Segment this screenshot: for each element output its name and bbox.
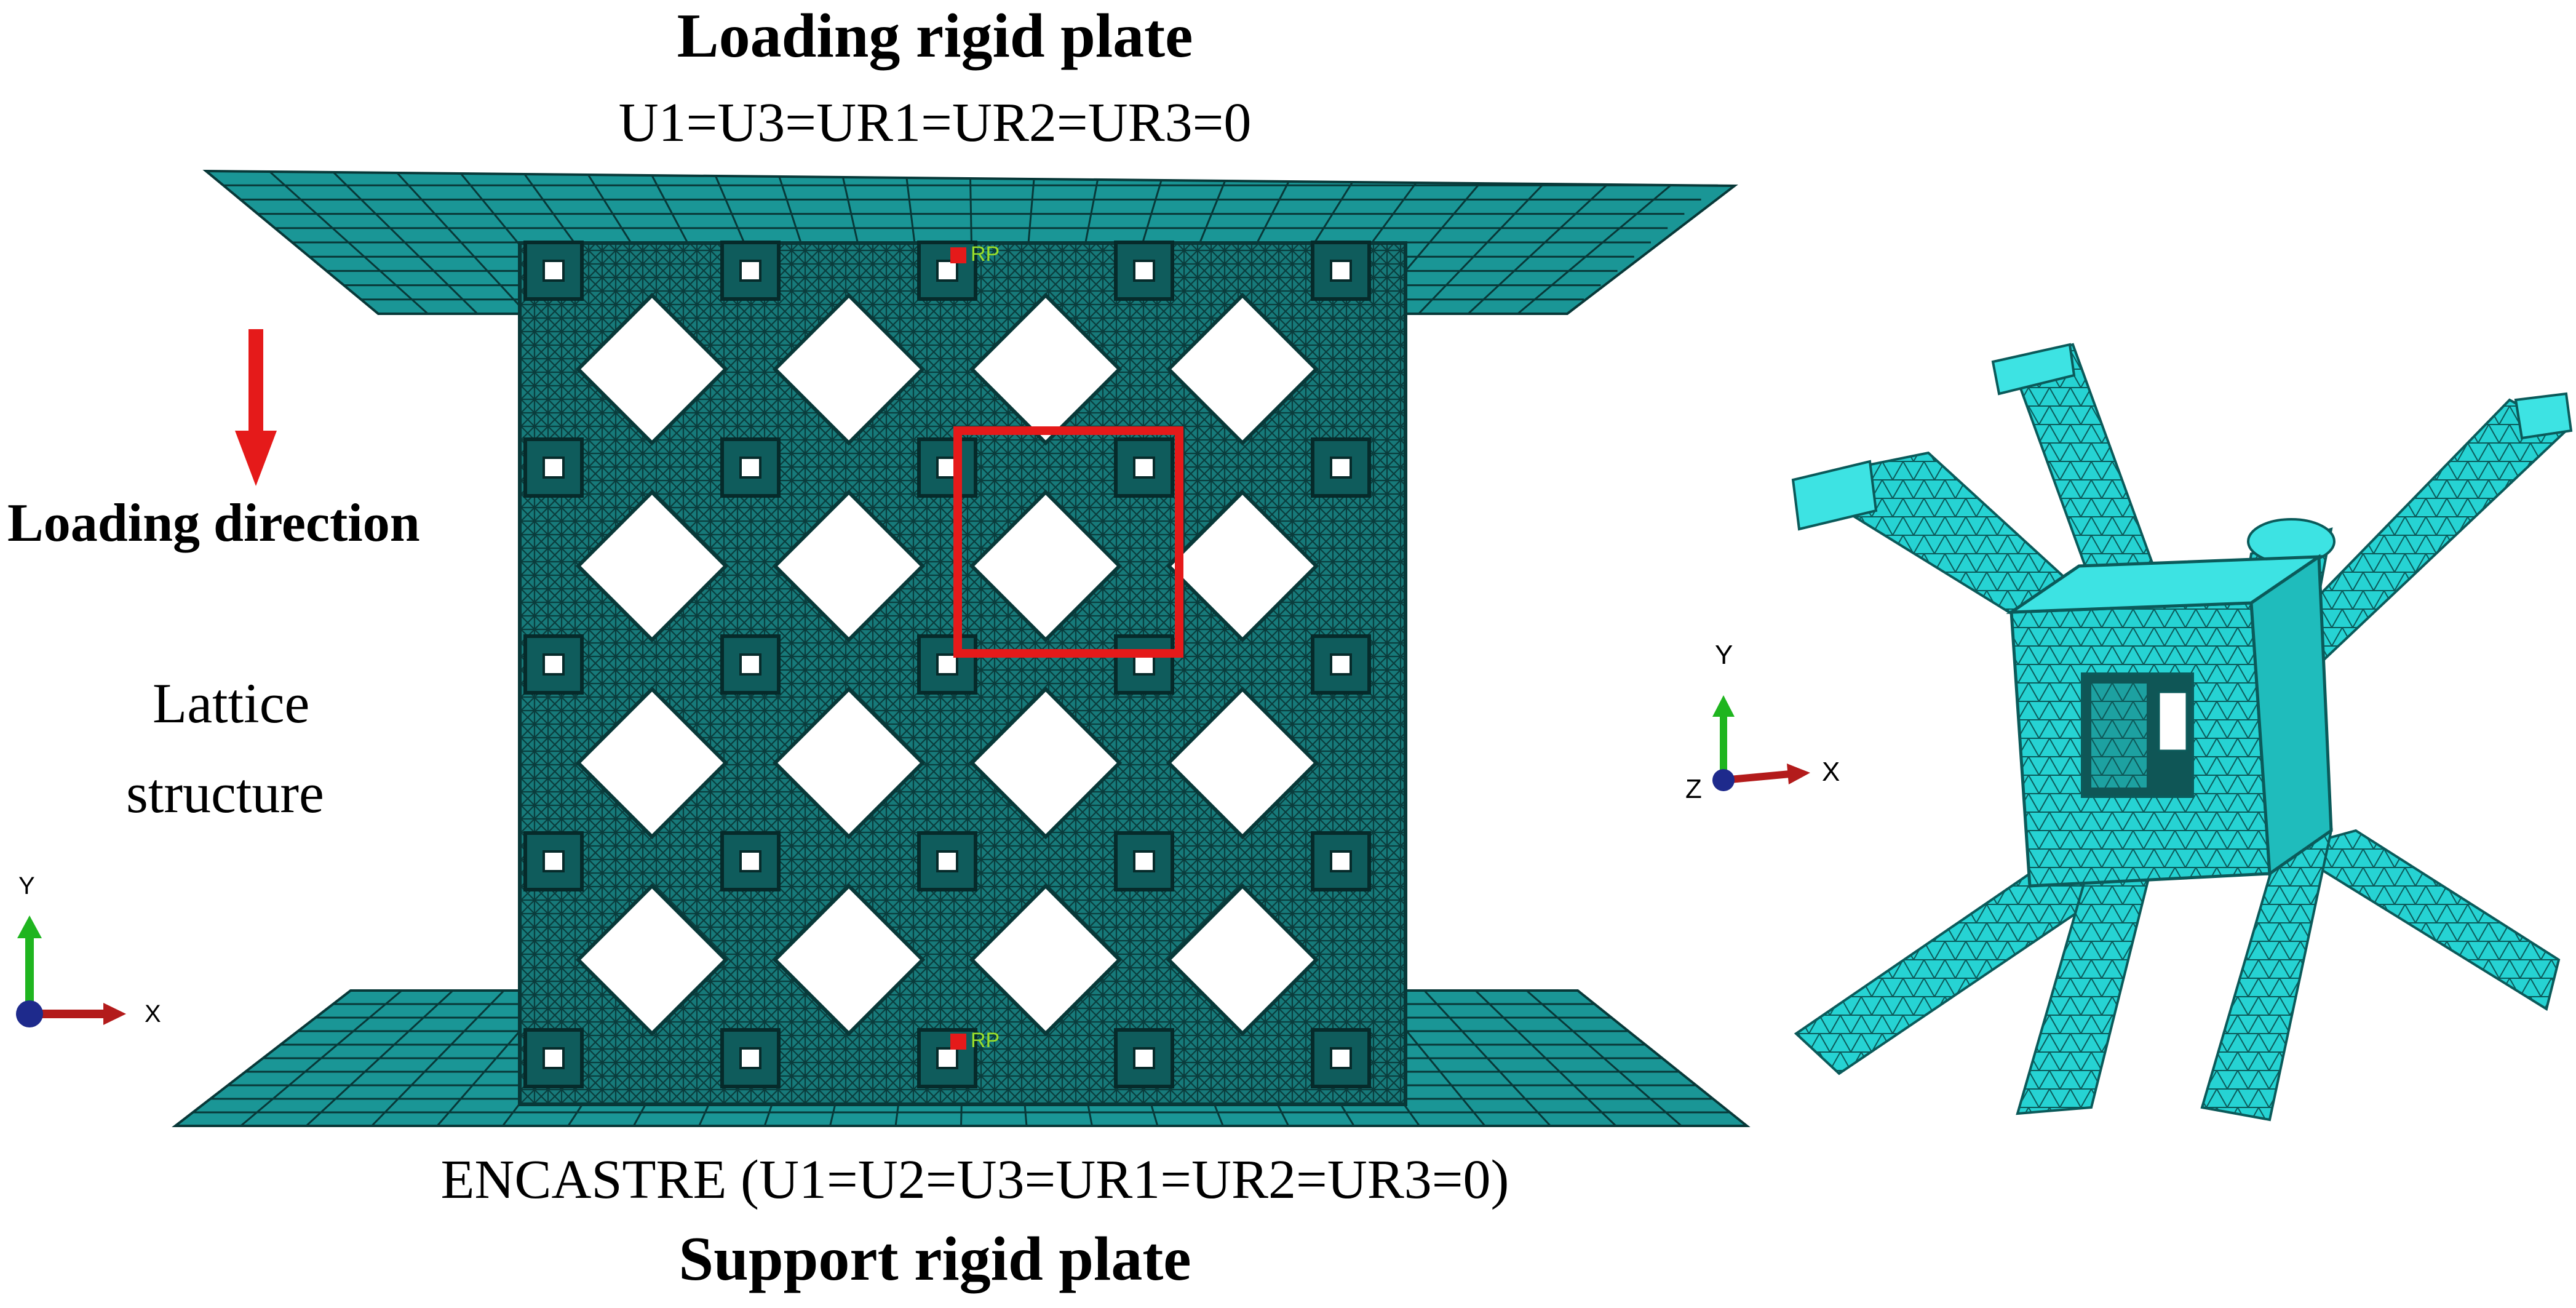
plate-grid-line <box>333 171 479 315</box>
loading-direction-arrow <box>235 329 277 486</box>
lattice-node-window <box>543 457 565 479</box>
plate-grid-line <box>1517 184 1672 315</box>
lattice-opening <box>772 489 926 643</box>
lattice-opening <box>772 292 926 446</box>
lattice-node-window <box>1133 260 1155 282</box>
axis-triad-right <box>1712 695 1810 791</box>
lattice-opening <box>969 883 1123 1037</box>
lattice-node-window <box>1133 1047 1155 1069</box>
plate-grid-line <box>1467 183 1608 315</box>
lattice-node-window <box>543 653 565 676</box>
lattice-opening <box>575 686 729 840</box>
loading-plate-boundary-condition: U1=U3=UR1=UR2=UR3=0 <box>618 92 1252 153</box>
plate-grid-line <box>1525 989 1682 1127</box>
axis-triad-left <box>16 915 126 1027</box>
lattice-node-window <box>1133 457 1155 479</box>
lattice-opening <box>575 489 729 643</box>
reference-point-bottom: RP <box>950 1029 1000 1052</box>
lattice-node-window <box>1330 260 1352 282</box>
lattice-node-window <box>936 260 958 282</box>
lattice-opening <box>969 489 1123 643</box>
loading-direction-label: Loading direction <box>7 493 420 553</box>
lattice-node-window <box>739 850 761 872</box>
lattice-node-window <box>1133 850 1155 872</box>
reference-point-top: RP <box>950 242 1000 266</box>
plate-grid-line <box>269 170 429 315</box>
axis-right-x-label: X <box>1822 757 1840 787</box>
lattice-node-window <box>739 1047 761 1069</box>
rp-label-top: RP <box>971 242 1000 266</box>
loading-plate-title: Loading rigid plate <box>677 1 1193 71</box>
lattice-node-window <box>936 653 958 676</box>
lattice-node-window <box>739 457 761 479</box>
plate-grid-line <box>396 172 528 315</box>
lattice-node-window <box>936 850 958 872</box>
plate-grid-line <box>371 989 505 1127</box>
support-plate-boundary-condition: ENCASTRE (U1=U2=U3=UR1=UR2=UR3=0) <box>440 1149 1509 1210</box>
axis-right-z-label: Z <box>1685 774 1702 804</box>
lattice-node-window <box>543 260 565 282</box>
unit-cell-highlight-box <box>953 426 1183 658</box>
lattice-opening <box>1166 686 1319 840</box>
lattice-label-line1: Lattice <box>153 672 310 735</box>
lattice-opening <box>575 292 729 446</box>
lattice-node <box>720 831 781 891</box>
lattice-node-window <box>1330 1047 1352 1069</box>
plate-grid-line <box>1474 989 1617 1127</box>
lattice-node-window <box>1330 457 1352 479</box>
axis-left-y-label: Y <box>18 872 35 899</box>
unit-cell-3d-mesh <box>1791 343 2573 1122</box>
lattice-opening <box>772 883 926 1037</box>
lattice-opening <box>575 883 729 1037</box>
lattice-opening <box>1166 489 1319 643</box>
lattice-node <box>720 241 781 301</box>
plate-grid-line <box>240 989 403 1127</box>
lattice-node-window <box>1330 850 1352 872</box>
lattice-node-window <box>739 260 761 282</box>
lattice-label-line2: structure <box>126 762 324 824</box>
plate-grid-line <box>1423 989 1551 1127</box>
lattice-node-window <box>543 850 565 872</box>
lattice-opening <box>1166 292 1319 446</box>
lattice-node-window <box>1330 653 1352 676</box>
plate-grid-line <box>305 989 454 1127</box>
lattice-structure <box>518 241 1407 1106</box>
axis-left-x-label: X <box>145 1000 161 1027</box>
lattice-node-window <box>739 653 761 676</box>
lattice-opening <box>772 686 926 840</box>
lattice-node <box>1311 437 1371 498</box>
lattice-node <box>1114 634 1174 695</box>
plate-grid-line <box>1418 183 1544 315</box>
rp-label-bottom: RP <box>971 1029 1000 1052</box>
lattice-opening <box>969 292 1123 446</box>
lattice-node-window <box>543 1047 565 1069</box>
lattice-node <box>523 241 584 301</box>
lattice-node-window <box>936 1047 958 1069</box>
lattice-node <box>1311 241 1371 301</box>
support-plate-title: Support rigid plate <box>678 1224 1191 1294</box>
lattice-opening <box>969 686 1123 840</box>
axis-right-y-label: Y <box>1715 640 1733 670</box>
lattice-opening <box>1166 883 1319 1037</box>
